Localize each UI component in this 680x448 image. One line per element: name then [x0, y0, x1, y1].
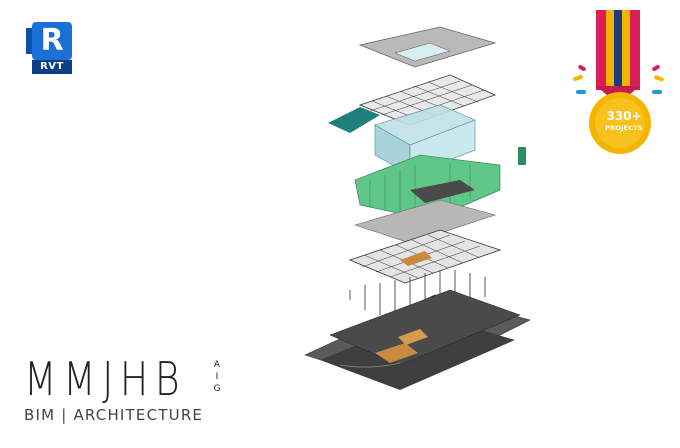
revit-badge-label: RVT	[32, 60, 72, 74]
projects-medal: 330+ PROJECTS	[568, 8, 668, 158]
site-base	[304, 289, 531, 390]
slab-layer	[353, 199, 497, 244]
roof-grid-layer	[328, 74, 497, 133]
ground-floor-walls	[354, 147, 526, 221]
brand-suffix-a: A	[213, 360, 221, 370]
medal-label: PROJECTS	[605, 124, 643, 132]
exploded-building-illustration	[304, 26, 531, 390]
brand-suffix-i: I	[215, 372, 219, 382]
medal-count: 330+	[606, 109, 642, 123]
foundation-grid	[348, 229, 502, 284]
brand-suffix-g: G	[213, 384, 221, 394]
brand-suffix: A I G	[213, 359, 221, 395]
brand-name: MMJHB	[24, 352, 187, 406]
brand-subtitle: BIM | ARCHITECTURE	[24, 406, 204, 424]
roof-layer	[358, 26, 497, 68]
brand-block: MMJHB A I G BIM | ARCHITECTURE	[24, 352, 222, 424]
revit-badge: R RVT	[26, 22, 72, 74]
revit-logo-icon: R	[26, 22, 72, 60]
medal-icon	[573, 10, 664, 154]
